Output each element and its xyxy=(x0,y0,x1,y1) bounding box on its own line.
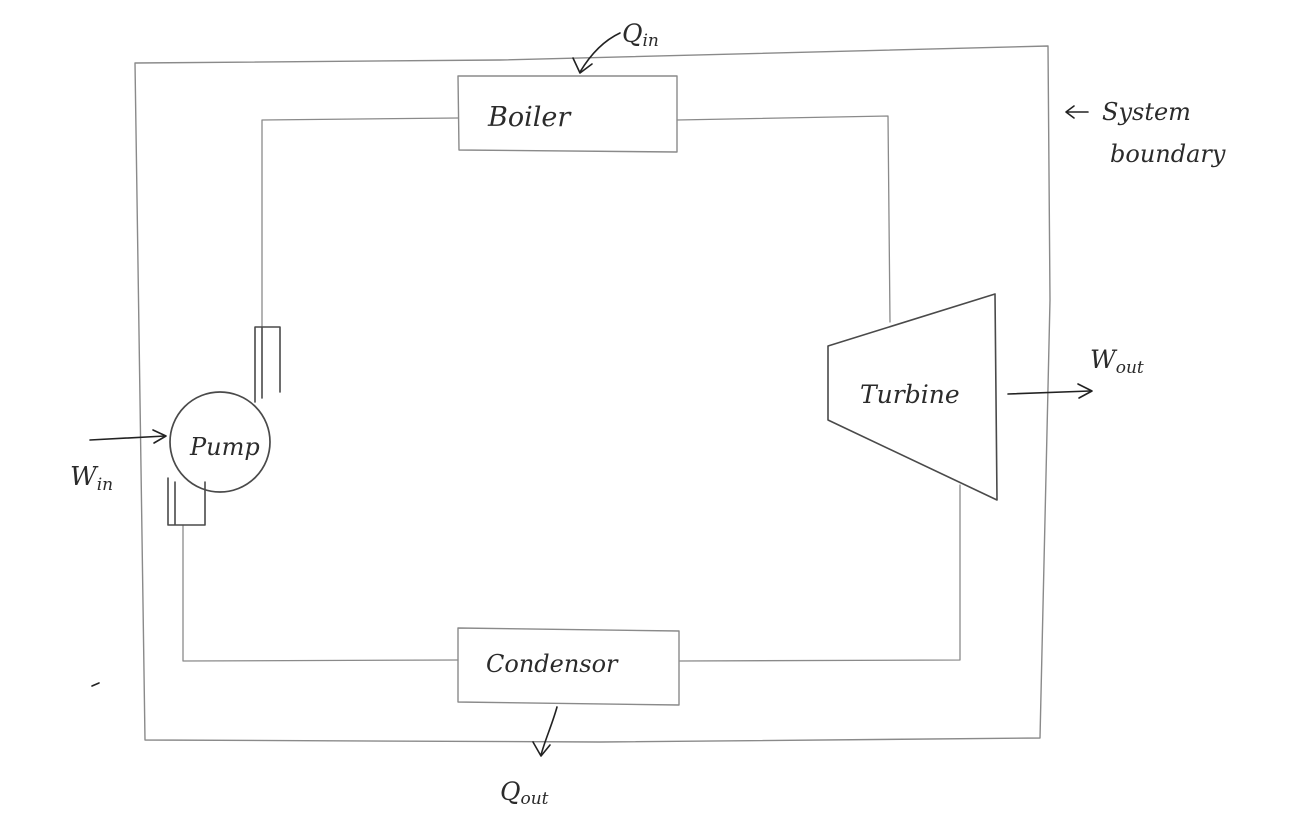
pump-discharge-nozzle xyxy=(254,326,281,403)
q-in-arrow: Qin xyxy=(572,19,659,74)
turbine-label: Turbine xyxy=(860,380,960,409)
condenser-box xyxy=(457,627,680,706)
q-in-subscript: in xyxy=(643,31,659,51)
w-in-arrow-shaft xyxy=(89,435,166,441)
turbine: Turbine xyxy=(827,293,998,501)
pipe-pump-to-boiler xyxy=(261,117,459,328)
stray-pencil-mark xyxy=(91,682,100,687)
q-in-arrow-shaft xyxy=(579,32,621,73)
pipe-turbine-to-condenser xyxy=(679,484,961,662)
q-in-arrow-head xyxy=(572,57,593,74)
condenser: Condensor xyxy=(457,627,680,706)
q-out-subscript: out xyxy=(521,789,549,809)
w-out-label: Wout xyxy=(1090,345,1144,378)
system-boundary-annotation: System boundary xyxy=(1065,98,1226,168)
q-out-arrow-shaft xyxy=(540,706,558,756)
pipe-condenser-to-pump xyxy=(182,524,459,662)
q-in-label: Qin xyxy=(622,19,659,51)
w-out-arrow: Wout xyxy=(1007,345,1144,399)
turbine-body xyxy=(827,293,998,501)
system-boundary xyxy=(134,45,1051,743)
w-out-subscript: out xyxy=(1116,358,1144,378)
w-out-arrow-head xyxy=(1077,383,1093,399)
w-out-arrow-shaft xyxy=(1007,390,1091,395)
w-in-subscript: in xyxy=(97,475,113,495)
boiler-label: Boiler xyxy=(487,102,572,133)
q-out-label: Qout xyxy=(500,777,549,809)
pump-suction-nozzle xyxy=(167,477,206,526)
boundary-label-line1: System xyxy=(1102,98,1191,126)
q-out-arrow: Qout xyxy=(500,706,558,809)
boundary-pointer-arrow xyxy=(1065,105,1089,119)
pump: Pump xyxy=(167,326,281,526)
pump-label: Pump xyxy=(189,433,260,461)
boiler: Boiler xyxy=(457,75,678,153)
boiler-box xyxy=(457,75,678,153)
condenser-label: Condensor xyxy=(486,650,619,678)
w-in-label: Win xyxy=(70,462,113,495)
pump-casing xyxy=(169,391,271,493)
w-in-arrow: Win xyxy=(70,429,167,495)
w-in-arrow-head xyxy=(152,429,167,444)
boundary-label-line2: boundary xyxy=(1110,140,1226,168)
q-out-arrow-head xyxy=(532,741,551,757)
piping xyxy=(182,115,961,662)
pipe-boiler-to-turbine xyxy=(676,115,891,323)
